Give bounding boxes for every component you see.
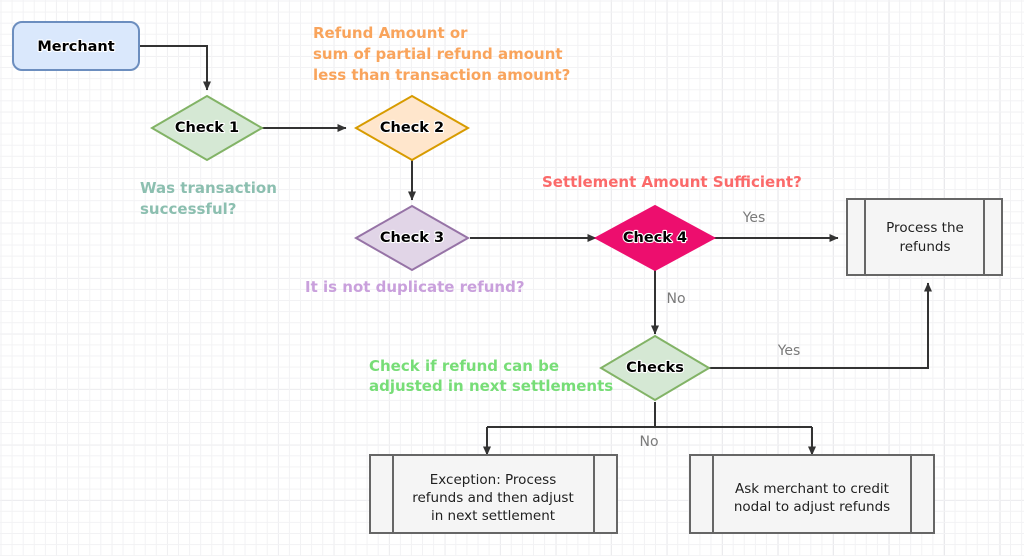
check2-diamond[interactable] (353, 94, 471, 162)
edge-check4-to-process: Yes (714, 210, 839, 242)
edge-checks-to-process: Yes (709, 282, 932, 369)
edge-check4-to-checks: No (651, 270, 686, 335)
annotation-check2-line1: Refund Amount or (313, 24, 468, 42)
checks-label: Checks (626, 360, 684, 376)
check1-label: Check 1 (175, 120, 239, 136)
ask-merchant-label-line1: Ask merchant to credit (735, 481, 889, 497)
node-check3[interactable]: Check 3 (353, 204, 471, 272)
node-exception-process[interactable]: Exception: Process refunds and then adju… (369, 454, 618, 534)
check3-label: Check 3 (380, 230, 444, 246)
check3-diamond[interactable] (353, 204, 471, 272)
node-ask-merchant[interactable]: Ask merchant to credit nodal to adjust r… (689, 454, 935, 534)
annotation-check4-line1: Settlement Amount Sufficient? (542, 173, 802, 191)
node-process-refunds[interactable]: Process the refunds (846, 198, 1003, 276)
check4-diamond[interactable] (593, 204, 717, 272)
checks-diamond[interactable] (599, 334, 711, 402)
node-check4[interactable]: Check 4 (593, 204, 717, 272)
check4-label: Check 4 (623, 230, 687, 246)
annotation-check2: Refund Amount or sum of partial refund a… (313, 24, 570, 84)
edge-merchant-to-check1 (139, 45, 211, 91)
node-check1[interactable]: Check 1 (150, 94, 264, 162)
annotation-check3: It is not duplicate refund? (305, 278, 525, 296)
annotation-checks-line1: Check if refund can be (369, 357, 559, 375)
check1-diamond[interactable] (150, 94, 264, 162)
node-merchant[interactable]: Merchant (12, 21, 140, 71)
annotation-check1-line2: successful? (140, 200, 236, 218)
ask-merchant-label-line2: nodal to adjust refunds (734, 499, 890, 515)
edge-checks-to-bottom-boxes: No (483, 402, 816, 456)
exception-label-line2: refunds and then adjust (412, 490, 574, 506)
process-refunds-box[interactable] (846, 198, 1003, 276)
edge-label-checks-yes: Yes (777, 343, 801, 359)
exception-label-line1: Exception: Process (430, 472, 557, 488)
process-refunds-label-line1: Process the (886, 220, 964, 236)
annotation-check3-line1: It is not duplicate refund? (305, 278, 525, 296)
annotation-check1-line1: Was transaction (140, 179, 277, 197)
annotation-checks-line2: adjusted in next settlements (369, 377, 613, 395)
edge-label-check4-no: No (666, 291, 685, 307)
edge-label-checks-no: No (639, 434, 658, 450)
merchant-box[interactable] (12, 21, 140, 71)
node-check2[interactable]: Check 2 (353, 94, 471, 162)
annotation-checks: Check if refund can be adjusted in next … (369, 357, 613, 395)
ask-merchant-box[interactable] (689, 454, 935, 534)
merchant-label: Merchant (37, 39, 114, 55)
edge-label-check4-yes: Yes (742, 210, 766, 226)
annotation-check2-line3: less than transaction amount? (313, 66, 570, 84)
annotation-check2-line2: sum of partial refund amount (313, 45, 563, 63)
exception-box[interactable] (369, 454, 618, 534)
process-refunds-label-line2: refunds (899, 239, 950, 255)
exception-label-line3: in next settlement (431, 508, 555, 524)
annotation-check1: Was transaction successful? (140, 179, 277, 218)
annotation-check4: Settlement Amount Sufficient? (542, 173, 802, 191)
check2-label: Check 2 (380, 120, 444, 136)
node-checks[interactable]: Checks (599, 334, 711, 402)
